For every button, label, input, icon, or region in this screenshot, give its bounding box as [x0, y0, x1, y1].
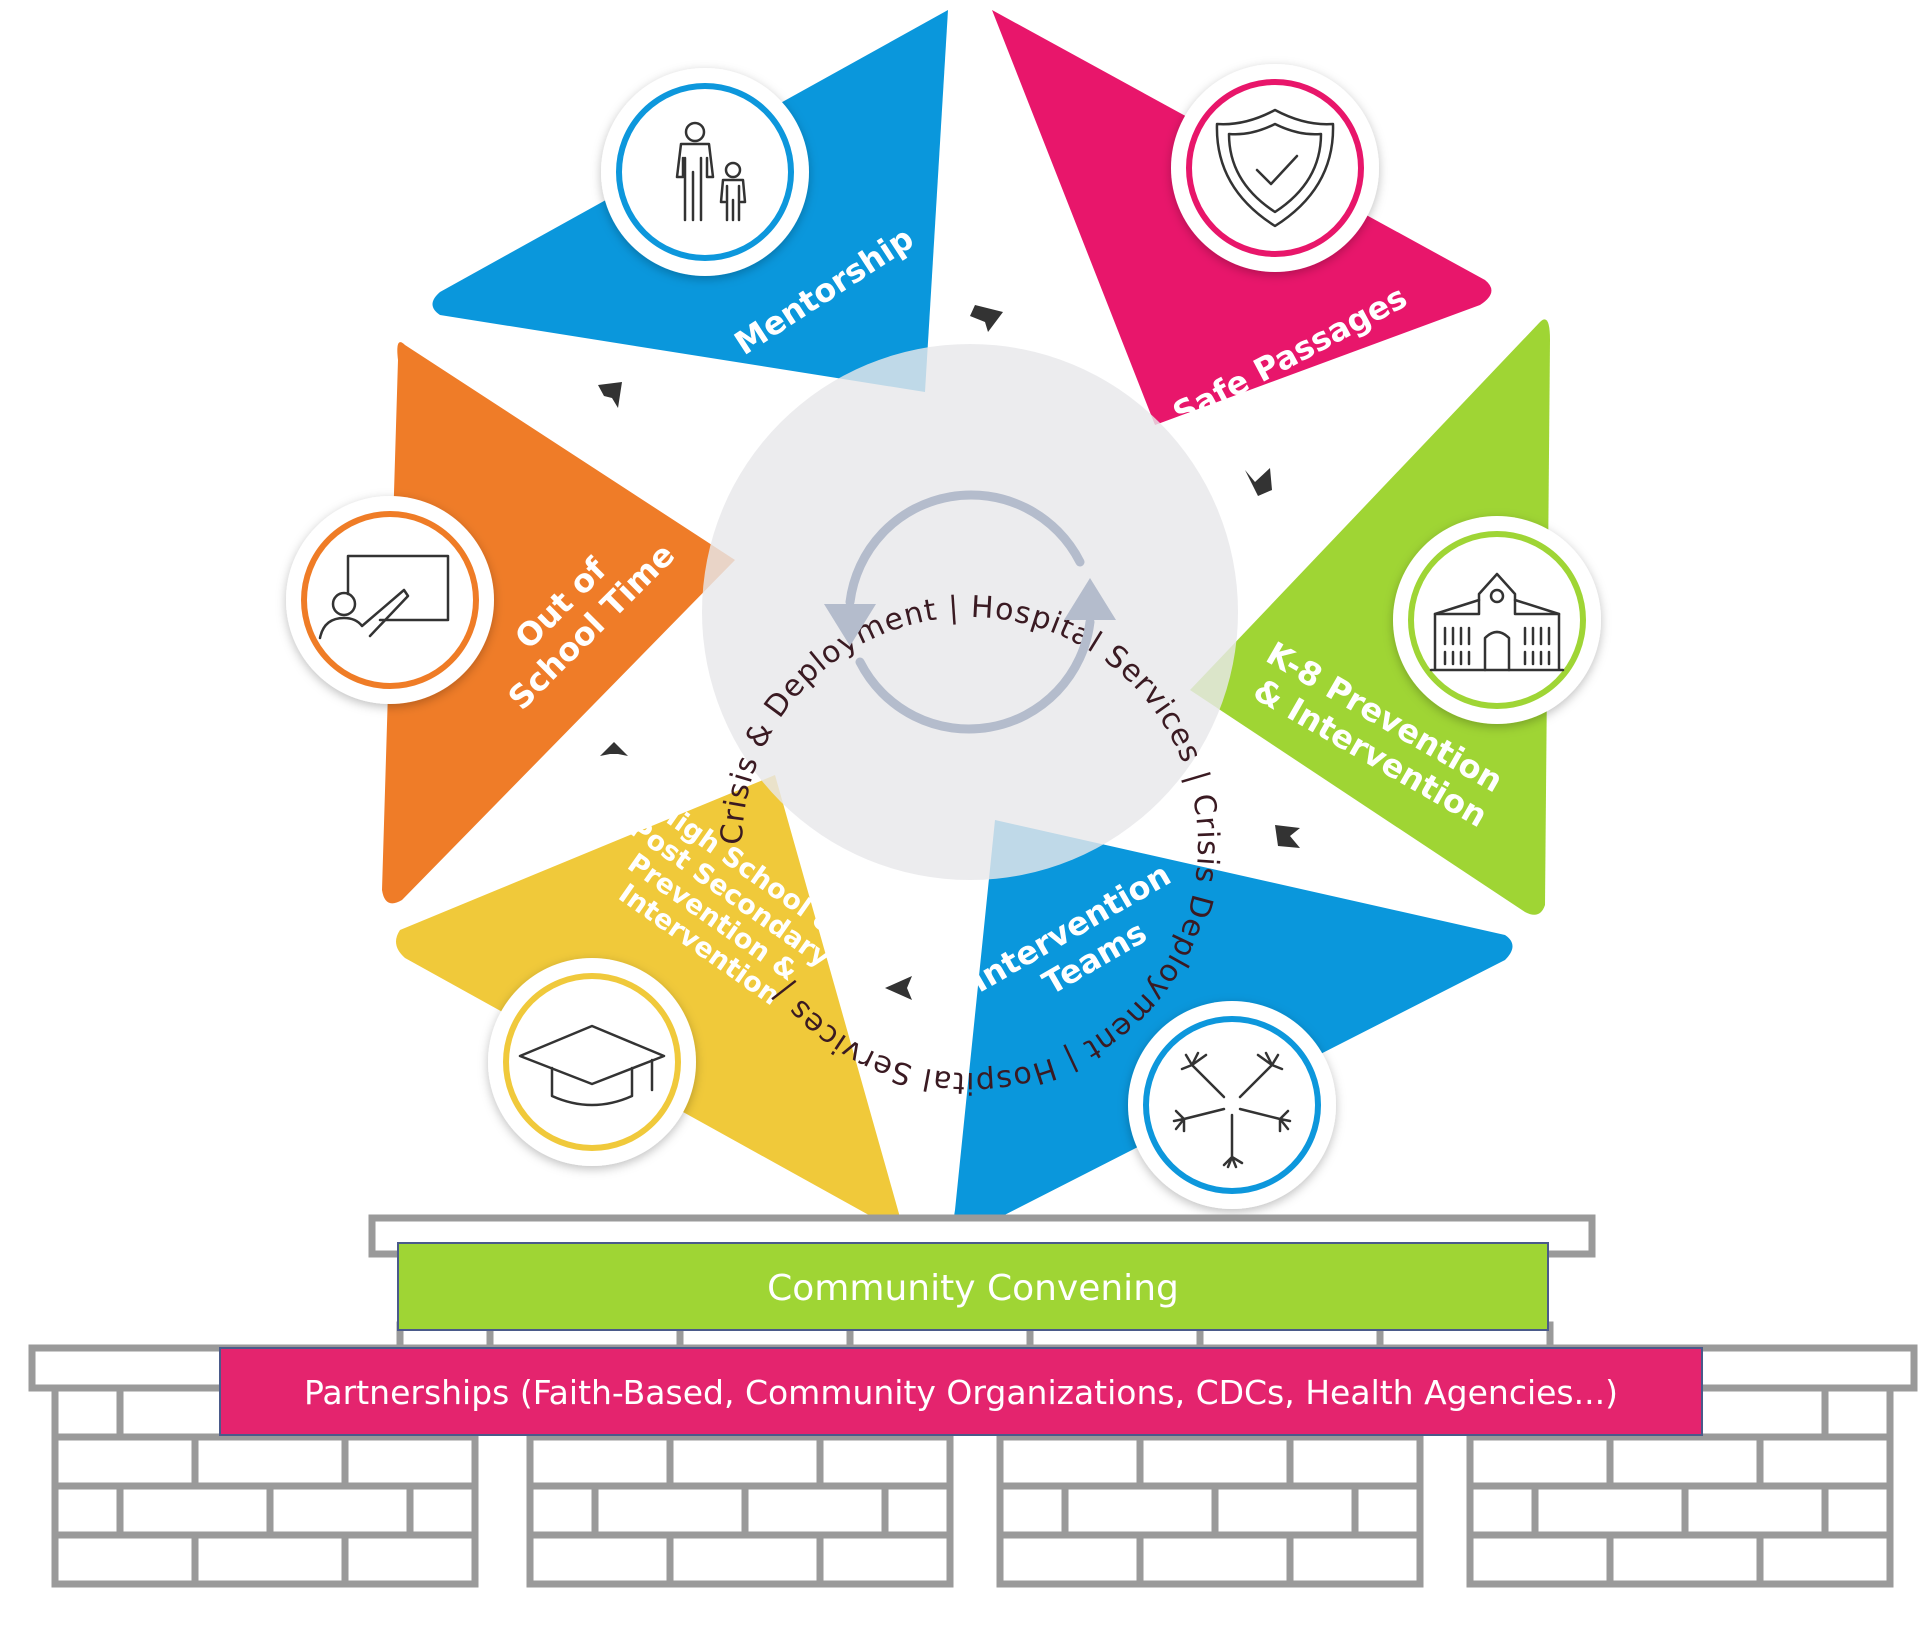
teacher-board-icon [318, 554, 450, 640]
flow-arrows [598, 305, 1300, 1000]
segment-intervention-teams-badge [1128, 1001, 1336, 1209]
community-convening-bar: Community Convening [397, 1242, 1549, 1331]
chevron-down-left-icon [1275, 825, 1300, 848]
shield-check-icon [1215, 108, 1335, 228]
segment-high-school-badge [488, 958, 696, 1166]
chevron-right-icon [970, 305, 1003, 332]
refresh-cycle-icon [824, 490, 1116, 734]
segment-high-school: High School & Post Secondary Prevention … [396, 775, 905, 1235]
school-building-icon [1429, 572, 1565, 672]
parent-child-icon [675, 121, 747, 222]
community-convening-label: Community Convening [767, 1268, 1179, 1309]
segment-k8: K-8 Prevention & Intervention [1190, 319, 1601, 915]
chevron-left-icon [885, 976, 912, 1000]
chevron-up-right-icon [598, 382, 622, 408]
joined-hands-icon [1172, 1051, 1292, 1169]
segment-out-of-school-badge [286, 496, 494, 704]
segment-out-of-school-shape [382, 342, 735, 904]
foundation: Community Convening Partnerships (Faith-… [28, 1214, 1918, 1588]
segment-mentorship-badge [601, 68, 809, 276]
segment-intervention-teams: Intervention Teams [954, 820, 1513, 1231]
segment-safe-passages-badge [1171, 64, 1379, 272]
segment-out-of-school: Out of School Time [286, 342, 735, 904]
graduation-cap-icon [518, 1024, 666, 1107]
partnerships-label: Partnerships (Faith-Based, Community Org… [304, 1373, 1618, 1412]
segment-k8-shape [1190, 319, 1550, 915]
segment-k8-badge [1393, 516, 1601, 724]
center-core: Crisis & Deployment | Hospital Services … [702, 344, 1238, 1100]
segment-mentorship: Mentorship [432, 10, 948, 392]
partnerships-bar: Partnerships (Faith-Based, Community Org… [219, 1347, 1703, 1436]
center-disc [702, 344, 1238, 880]
chevron-down-icon [1245, 468, 1272, 496]
chevron-up-icon [600, 742, 628, 756]
